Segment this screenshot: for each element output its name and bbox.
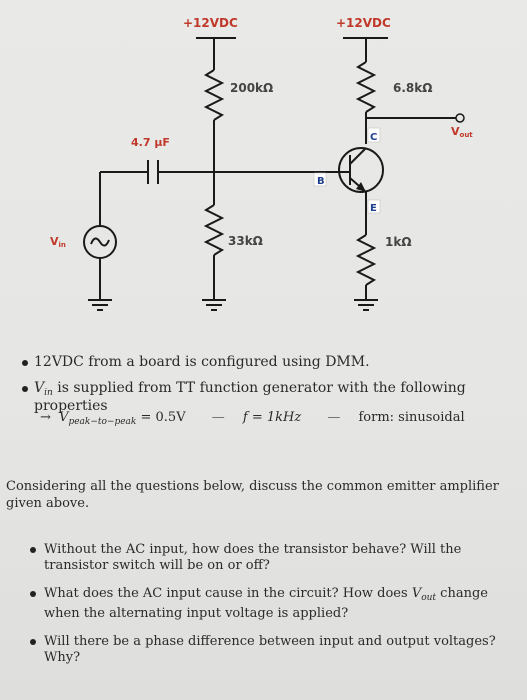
r2-label: 33kΩ [228, 234, 263, 248]
supply-left-label: +12VDC [183, 16, 238, 30]
capacitor-label: 4.7 µF [131, 136, 170, 149]
question-transistor-behavior: Without the AC input, how does the trans… [0, 542, 527, 574]
question-phase-difference: Will there be a phase difference between… [0, 634, 527, 666]
supply-right-label: +12VDC [336, 16, 391, 30]
bullet-supply-text: 12VDC from a board is configured using D… [34, 354, 370, 370]
bullet-vin: Vin is supplied from TT function generat… [0, 380, 527, 414]
rc-label: 6.8kΩ [393, 81, 432, 95]
bullet-dot [30, 591, 36, 597]
arrow-icon: → [40, 410, 51, 425]
prompt-text: Considering all the questions below, dis… [6, 479, 499, 511]
questions-list: Without the AC input, how does the trans… [0, 542, 527, 666]
properties-list: 12VDC from a board is configured using D… [0, 354, 527, 427]
r1-label: 200kΩ [230, 81, 273, 95]
circuit-diagram: +12VDC +12VDC 200kΩ 6.8kΩ 33kΩ 1kΩ 4.7 µ… [50, 16, 473, 311]
base-label: B [317, 176, 325, 187]
bullet-dot [22, 360, 28, 366]
collector-label: C [370, 132, 377, 143]
question-ac-input: What does the AC input cause in the circ… [0, 586, 527, 622]
emitter-label: E [370, 203, 377, 214]
bullet-dot [22, 386, 28, 392]
bullet-dot [30, 547, 36, 553]
vout-label: Vout [451, 125, 473, 139]
vin-label: Vin [50, 235, 66, 249]
bullet-dot [30, 639, 36, 645]
bullet-supply: 12VDC from a board is configured using D… [0, 354, 527, 380]
re-label: 1kΩ [385, 235, 412, 249]
signal-properties: → Vpeak−to−peak = 0.5V — f = 1kHz — form… [40, 410, 465, 427]
